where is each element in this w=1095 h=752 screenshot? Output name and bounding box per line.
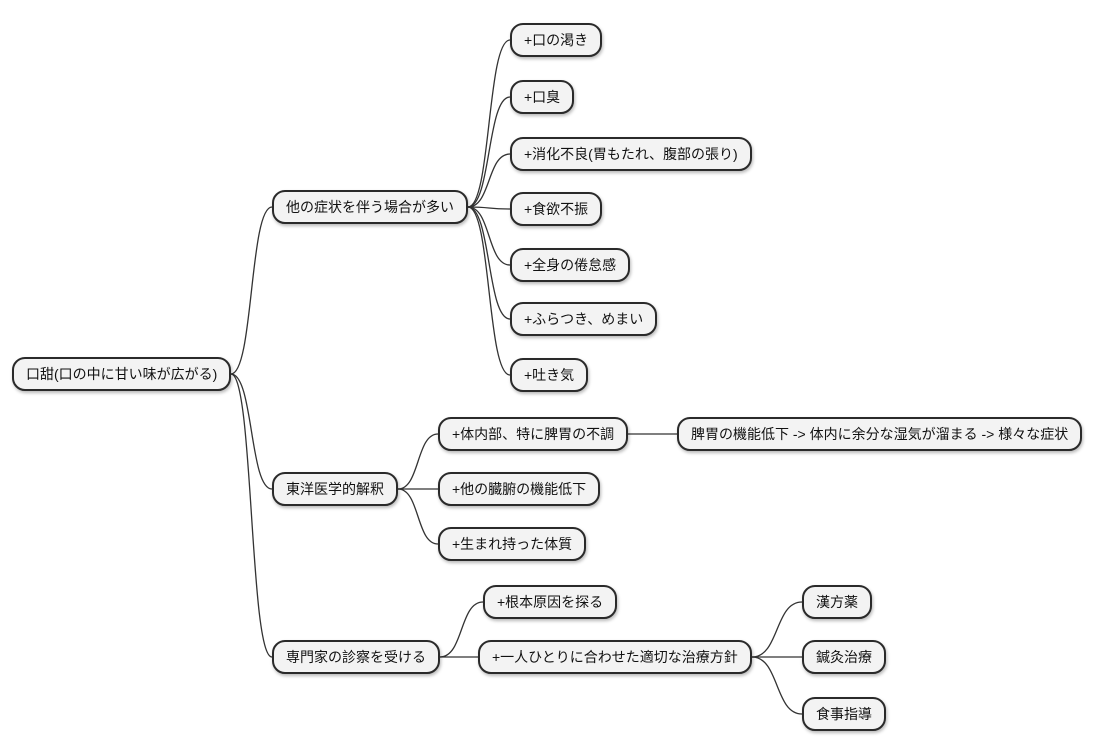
link-root-b1 — [230, 206, 273, 375]
link-b1-b1c4 — [467, 206, 511, 210]
mindmap-node-b1: 他の症状を伴う場合が多い — [272, 190, 468, 224]
mindmap-node-b2c2: +他の臓腑の機能低下 — [438, 472, 601, 506]
mindmap-node-b3c2g3: 食事指導 — [802, 697, 886, 731]
mindmap-node-b3c2g1: 漢方薬 — [802, 585, 872, 619]
mindmap-node-b1c2: +口臭 — [510, 80, 575, 114]
link-b3c2-b3c2g1 — [751, 601, 803, 658]
link-b1-b1c7 — [467, 206, 511, 376]
link-b2-b2c3 — [397, 488, 439, 545]
link-b1-b1c2 — [467, 96, 511, 208]
link-b1-b1c6 — [467, 206, 511, 320]
mindmap-node-b3c2g2: 鍼灸治療 — [802, 640, 886, 674]
link-b3-b3c1 — [439, 601, 484, 658]
link-b2-b2c1 — [397, 433, 439, 490]
mindmap-node-b2c1: +体内部、特に脾胃の不調 — [438, 417, 629, 451]
mindmap-node-b2c3: +生まれ持った体質 — [438, 527, 587, 561]
link-b1-b1c1 — [467, 39, 511, 208]
link-root-b3 — [230, 373, 273, 658]
mindmap-node-b3c1: +根本原因を探る — [483, 585, 618, 619]
mindmap-node-b2c1g1: 脾胃の機能低下 -> 体内に余分な湿気が溜まる -> 様々な症状 — [677, 417, 1083, 451]
mindmap-node-b2: 東洋医学的解釈 — [272, 472, 398, 506]
link-root-b2 — [230, 373, 273, 490]
link-b1-b1c5 — [467, 206, 511, 266]
mindmap-node-b1c5: +全身の倦怠感 — [510, 248, 631, 282]
mindmap-node-b1c1: +口の渇き — [510, 23, 603, 57]
link-b1-b1c3 — [467, 153, 511, 208]
mindmap-node-b1c7: +吐き気 — [510, 358, 589, 392]
link-b3c2-b3c2g3 — [751, 656, 803, 715]
mindmap-node-root: 口甜(口の中に甘い味が広がる) — [12, 357, 232, 391]
mindmap-node-b3: 専門家の診察を受ける — [272, 640, 440, 674]
mindmap-node-b1c3: +消化不良(胃もたれ、腹部の張り) — [510, 137, 752, 171]
mindmap-node-b1c4: +食欲不振 — [510, 192, 603, 226]
mindmap-node-b1c6: +ふらつき、めまい — [510, 302, 658, 336]
mindmap-node-b3c2: +一人ひとりに合わせた適切な治療方針 — [478, 640, 752, 674]
